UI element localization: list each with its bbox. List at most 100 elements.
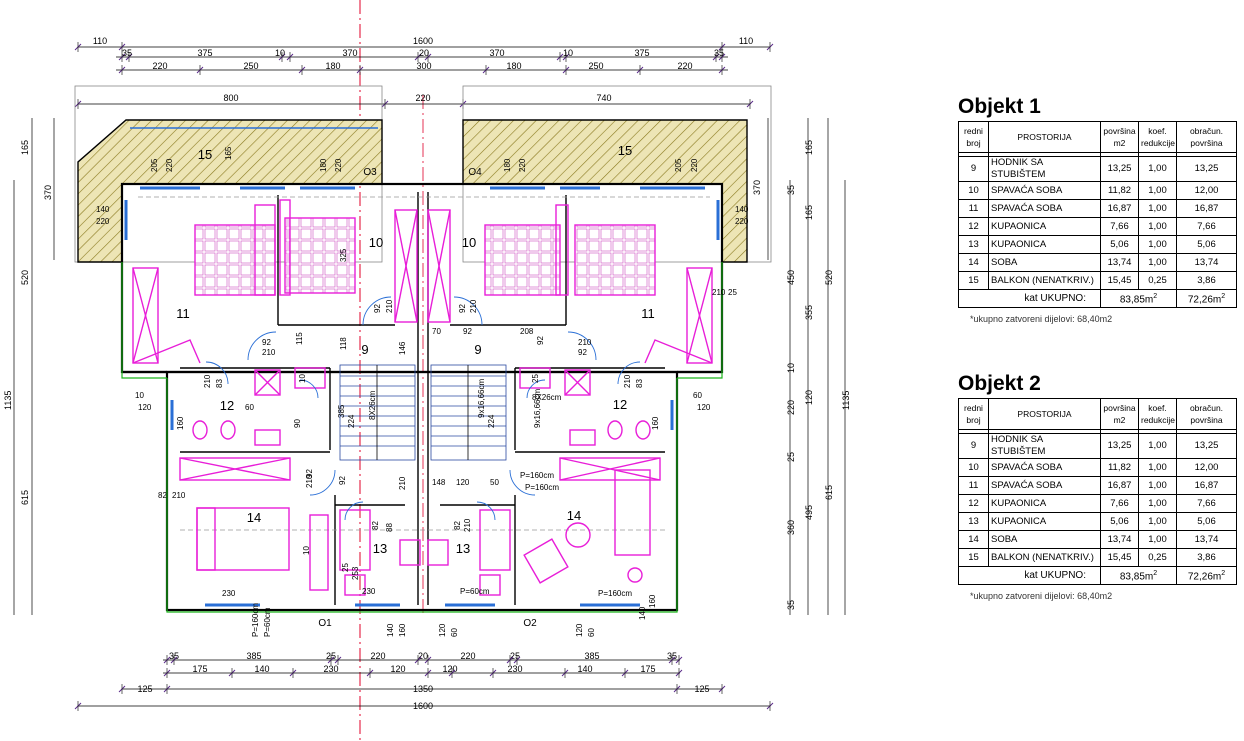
cell-coef: 1,00 xyxy=(1138,156,1177,182)
room-dim-text: 83 xyxy=(635,379,644,388)
cell-no: 11 xyxy=(958,199,989,218)
room-dim-text: 25 xyxy=(728,288,737,297)
dim-text: 495 xyxy=(804,505,814,520)
dim-text: 250 xyxy=(243,61,258,71)
room-dim-text: 10 xyxy=(135,391,144,400)
dim-text: 800 xyxy=(223,93,238,103)
dim-text: 165 xyxy=(804,205,814,220)
dim-text: 250 xyxy=(588,61,603,71)
dim-text: 125 xyxy=(137,684,152,694)
header-coef: koef. redukcije xyxy=(1138,121,1177,153)
cell-calc: 16,87 xyxy=(1176,476,1237,495)
room-dim-text: P=160cm xyxy=(525,483,559,492)
cell-name: KUPAONICA xyxy=(988,494,1101,513)
room-dim-text: 120 xyxy=(438,623,447,637)
cell-no: 11 xyxy=(958,476,989,495)
room-dim-text: 220 xyxy=(96,217,110,226)
right-dim-text: 165 370 35 165 450 520 355 10 1135 120 2… xyxy=(752,140,851,610)
room-dim-text: 92 xyxy=(578,348,587,357)
dim-text: 220 xyxy=(677,61,692,71)
room-dim-text: 92 xyxy=(458,304,467,313)
dim-text: 220 xyxy=(370,651,385,661)
cell-name: SPAVAĆA SOBA xyxy=(988,199,1101,218)
room-dim-text: 10 xyxy=(302,546,311,555)
table-note: *ukupno zatvoreni dijelovi: 68,40m2 xyxy=(970,591,1113,601)
room-dim-text: 220 xyxy=(735,217,749,226)
room-label: 9 xyxy=(361,342,368,357)
dim-text: 360 xyxy=(786,520,796,535)
opening-labels: O3 O4 O1 O2 xyxy=(318,167,537,629)
dim-text: 25 xyxy=(786,452,796,462)
room-label: 15 xyxy=(618,143,632,158)
room-dim-text: 160 xyxy=(651,416,660,430)
room-dim-text: 82 xyxy=(371,521,380,530)
cell-name: SPAVAĆA SOBA xyxy=(988,181,1101,200)
dim-text: 35 xyxy=(122,48,132,58)
room-dim-text: 160 xyxy=(648,594,657,608)
top-dim-row1: 110 1600 110 xyxy=(93,36,753,46)
room-dim-text: 10 xyxy=(298,374,307,383)
dim-text: 35 xyxy=(786,185,796,195)
dim-text: 180 xyxy=(325,61,340,71)
top-dim-row3: 220 250 180 300 180 250 220 xyxy=(152,61,692,71)
room-dim-text: P=160cm xyxy=(520,471,554,480)
total-calc: 72,26m2 xyxy=(1176,289,1237,308)
dim-text: 220 xyxy=(786,400,796,415)
windows xyxy=(124,186,720,607)
room-dim-text: 208 xyxy=(520,327,534,336)
room-dim-text: 140 xyxy=(735,205,749,214)
room-dim-text: 120 xyxy=(575,623,584,637)
room-dim-text: 115 xyxy=(295,332,304,345)
cell-calc: 16,87 xyxy=(1176,199,1237,218)
cell-name: HODNIK SA STUBIŠTEM xyxy=(988,156,1101,182)
bottom-dimension-ticks xyxy=(74,655,774,711)
cell-calc: 12,00 xyxy=(1176,181,1237,200)
dashed-ceiling xyxy=(138,196,710,531)
room-dim-text: 230 xyxy=(362,587,376,596)
dim-text: 355 xyxy=(804,305,814,320)
dim-text: 120 xyxy=(442,664,457,674)
dim-text: 220 xyxy=(152,61,167,71)
room-dim-text: 25 xyxy=(341,563,350,572)
room-dim-text: 180 xyxy=(503,158,512,172)
bottom-dim-row4: 1600 xyxy=(413,701,433,711)
dim-text: 165 xyxy=(20,140,30,155)
room-label: 12 xyxy=(613,397,627,412)
cell-calc: 13,25 xyxy=(1176,156,1237,182)
cell-coef: 1,00 xyxy=(1138,476,1177,495)
header-calc: obračun. površina xyxy=(1176,398,1237,430)
table-note: *ukupno zatvoreni dijelovi: 68,40m2 xyxy=(970,314,1113,324)
floor-plan: 110 1600 110 35 375 10 370 20 370 10 375… xyxy=(0,0,851,741)
dim-text: 1135 xyxy=(3,391,13,410)
cell-no: 9 xyxy=(958,156,989,182)
room-dim-text: 148 xyxy=(432,478,446,487)
room-dim-text: 60 xyxy=(693,391,702,400)
bottom-dimensions xyxy=(78,659,770,707)
dim-text: 300 xyxy=(416,61,431,71)
total-calc: 72,26m2 xyxy=(1176,566,1237,585)
cell-no: 10 xyxy=(958,181,989,200)
left-dimensions xyxy=(13,118,55,615)
room-dim-text: 70 xyxy=(0,0,9,2)
left-dim-text: 165 370 520 1135 615 xyxy=(3,140,53,505)
room-dim-text: 88 xyxy=(385,523,394,532)
dim-text: 125 xyxy=(694,684,709,694)
dim-text: 385 xyxy=(584,651,599,661)
total-area: 83,85m2 xyxy=(1100,566,1177,585)
cell-coef: 1,00 xyxy=(1138,458,1177,477)
dim-text: 220 xyxy=(460,651,475,661)
cell-name: SOBA xyxy=(988,530,1101,549)
room-dim-text: 210 xyxy=(262,348,276,357)
room-label: 13 xyxy=(373,541,387,556)
dim-text: 35 xyxy=(714,48,724,58)
room-label: 9 xyxy=(474,342,481,357)
cell-coef: 1,00 xyxy=(1138,253,1177,272)
room-dim-text: 25 xyxy=(531,374,540,383)
dim-text: 25 xyxy=(510,651,520,661)
dim-text: 370 xyxy=(342,48,357,58)
